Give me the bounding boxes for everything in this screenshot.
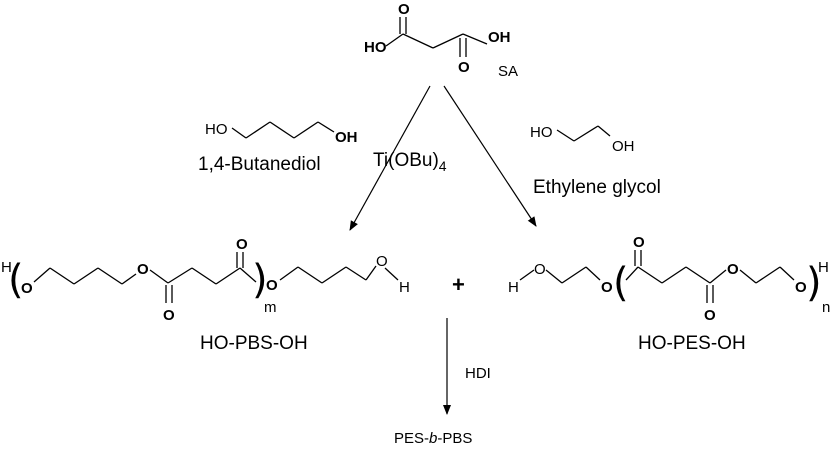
pbs-structure: H ( O O O O ) m O O H HO-PBS-OH bbox=[1, 236, 410, 354]
pes-right-parenthesis: ) bbox=[806, 260, 822, 306]
sa-carbonyl-oxygen-bottom: O bbox=[458, 59, 470, 76]
pes-repeat-n: n bbox=[822, 299, 830, 316]
pes-left-parenthesis: ( bbox=[613, 260, 629, 306]
plus-sign: + bbox=[452, 272, 465, 297]
pbs-terminal-h: H bbox=[1, 259, 12, 276]
pbs-hydroxyl-oxygen: O bbox=[376, 253, 388, 270]
pbs-hydroxyl-hydrogen: H bbox=[399, 279, 410, 296]
arrow-to-pes bbox=[443, 85, 537, 227]
pes-ether-oxygen: O bbox=[795, 279, 807, 296]
pes-carbonyl-oxygen-low: O bbox=[704, 307, 716, 324]
pbs-label: HO-PBS-OH bbox=[200, 333, 308, 354]
ethylene-glycol-label: Ethylene glycol bbox=[533, 177, 661, 198]
product-label: PES-b-PBS bbox=[394, 430, 472, 447]
ethylene-glycol-oh-group: OH bbox=[612, 138, 635, 155]
butanediol-label: 1,4-Butanediol bbox=[198, 154, 321, 175]
pes-structure: H O O ( O O O O ) H n HO-PES-OH bbox=[508, 234, 830, 354]
pbs-carbonyl-oxygen-high: O bbox=[236, 236, 248, 253]
ethylene-glycol-ho-group: HO bbox=[530, 124, 553, 141]
pbs-carbonyl-oxygen-low: O bbox=[163, 307, 175, 324]
arrow-to-pbs bbox=[349, 85, 431, 231]
pbs-ether-oxygen-2: O bbox=[266, 277, 278, 294]
pes-ester-oxygen-2: O bbox=[727, 261, 739, 278]
sa-oh-group: OH bbox=[488, 29, 511, 46]
pbs-repeat-m: m bbox=[264, 299, 277, 316]
catalyst-label: Ti(OBu)4 bbox=[373, 150, 447, 174]
pes-label: HO-PES-OH bbox=[638, 333, 746, 354]
sa-label: SA bbox=[498, 63, 518, 80]
pbs-left-parenthesis: ( bbox=[8, 257, 24, 303]
sa-carbonyl-oxygen-top: O bbox=[398, 1, 410, 18]
pes-terminal-h-right: H bbox=[818, 259, 829, 276]
butanediol-ho-group: HO bbox=[205, 121, 228, 138]
ethylene-glycol-structure: HO OH Ethylene glycol bbox=[530, 124, 661, 198]
hdi-reagent-label: HDI bbox=[465, 365, 491, 382]
pbs-ester-oxygen: O bbox=[137, 261, 149, 278]
butanediol-oh-group: OH bbox=[335, 129, 358, 146]
pbs-right-parenthesis: ) bbox=[252, 257, 268, 303]
butanediol-structure: HO OH 1,4-Butanediol bbox=[198, 121, 358, 175]
pes-terminal-h: H bbox=[508, 279, 519, 296]
pbs-ether-oxygen-1: O bbox=[21, 280, 33, 297]
pes-hydroxyl-oxygen: O bbox=[534, 261, 546, 278]
pes-ester-oxygen-1: O bbox=[601, 279, 613, 296]
pes-carbonyl-oxygen-high: O bbox=[633, 234, 645, 251]
succinic-acid-structure: HO OH O O SA bbox=[364, 1, 518, 80]
sa-ho-group: HO bbox=[364, 39, 387, 56]
